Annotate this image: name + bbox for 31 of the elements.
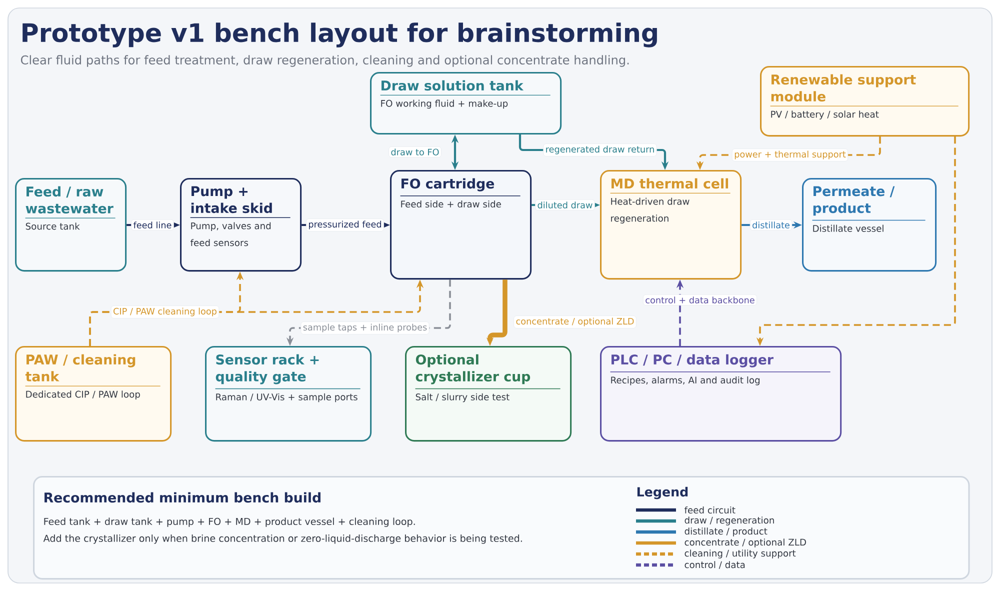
legend-label: draw / regeneration xyxy=(684,516,774,526)
edge-label: diluted draw xyxy=(535,199,595,211)
legend-label: feed circuit xyxy=(684,506,736,514)
edge-label: feed line xyxy=(131,219,174,231)
edge-label: regenerated draw return xyxy=(543,144,657,156)
process-box: Draw solution tank FO working fluid + make-up xyxy=(370,72,562,135)
process-box: PLC / PC / data logger Recipes, alarms, AI and audit log xyxy=(600,346,842,442)
legend-label: control / data xyxy=(684,561,745,569)
title: Prototype v1 bench layout for brainstorming xyxy=(22,22,657,48)
process-box: Pump + intake skid Pump, valves and feed sensors xyxy=(180,178,302,272)
edge-label: pressurized feed xyxy=(306,218,384,232)
process-box: Permeate / product Distillate vessel xyxy=(802,178,937,272)
edge-label: control + data backbone xyxy=(642,294,758,306)
process-box: FO cartridge Feed side + draw side xyxy=(390,170,532,280)
edge-label: distillate xyxy=(750,219,792,231)
process-box: Optional crystallizer cup Salt / slurry side test xyxy=(405,346,572,442)
edge-label: power + thermal support xyxy=(732,148,848,162)
legend-label: concentrate / optional ZLD xyxy=(684,538,806,548)
process-box: MD thermal cell Heat-driven draw regeneration xyxy=(600,170,742,280)
edge-label: concentrate / optional ZLD xyxy=(514,316,636,328)
legend-title: Legend xyxy=(637,486,688,500)
process-box: PAW / cleaning tank Dedicated CIP / PAW loop xyxy=(15,346,172,442)
edge-label: sample taps + inline probes xyxy=(300,322,430,334)
legend-label: cleaning / utility support xyxy=(684,550,796,558)
legend-label: distillate / product xyxy=(684,528,768,536)
process-box: Sensor rack + quality gate Raman / UV-Vis + sample ports xyxy=(205,346,372,442)
edge-label: draw to FO xyxy=(388,146,442,158)
process-box: Feed / raw wastewater Source tank xyxy=(15,178,127,272)
edge-label: CIP / PAW cleaning loop xyxy=(110,306,220,318)
process-box: Renewable support module PV / battery / solar heat xyxy=(760,66,970,137)
subtitle: Clear fluid paths for feed treatment, draw regeneration, cleaning and optional concentrate handling. xyxy=(20,55,629,67)
